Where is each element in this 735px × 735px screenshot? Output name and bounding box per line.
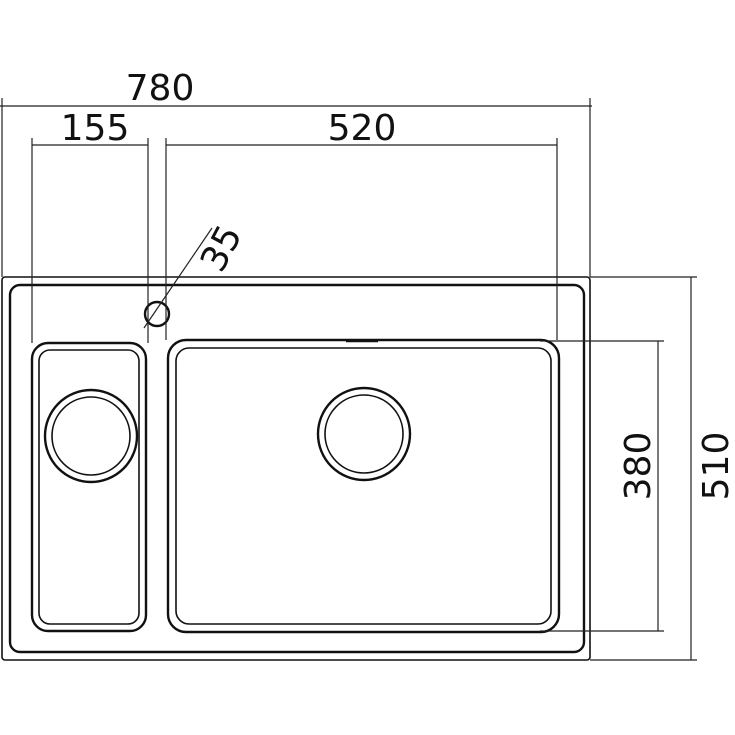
small-bowl-drain-inner xyxy=(51,396,131,476)
leader-line xyxy=(143,227,213,329)
dimension-overall-depth: 510 xyxy=(590,276,735,661)
small-bowl-drain-outer xyxy=(43,388,139,484)
dimension-label: 35 xyxy=(193,219,251,279)
large-bowl-inner xyxy=(175,347,552,625)
dimension-label: 380 xyxy=(618,432,659,501)
dimension-overall-width: 780 xyxy=(0,68,592,277)
large-bowl-drain-outer xyxy=(316,386,412,482)
sink-outline xyxy=(1,276,591,661)
dimension-small-bowl-width: 155 xyxy=(31,108,149,343)
dimension-tap-hole: 35 xyxy=(143,219,251,329)
large-bowl-drain-inner xyxy=(324,394,404,474)
large-bowl-outer xyxy=(166,338,561,634)
small-bowl-inner xyxy=(38,349,140,625)
dimension-large-bowl-width: 520 xyxy=(165,108,558,340)
dimension-label: 520 xyxy=(328,108,397,149)
outer-deck-edge xyxy=(1,276,591,661)
dimension-label: 510 xyxy=(696,432,735,501)
dimension-label: 780 xyxy=(126,68,195,109)
small-bowl xyxy=(30,341,148,633)
dimension-bowl-depth: 380 xyxy=(540,340,664,632)
inner-deck-edge xyxy=(8,283,586,654)
tap-hole xyxy=(143,300,171,328)
small-bowl-outer xyxy=(30,341,148,633)
dimension-label: 155 xyxy=(61,108,130,149)
large-bowl xyxy=(166,338,561,634)
